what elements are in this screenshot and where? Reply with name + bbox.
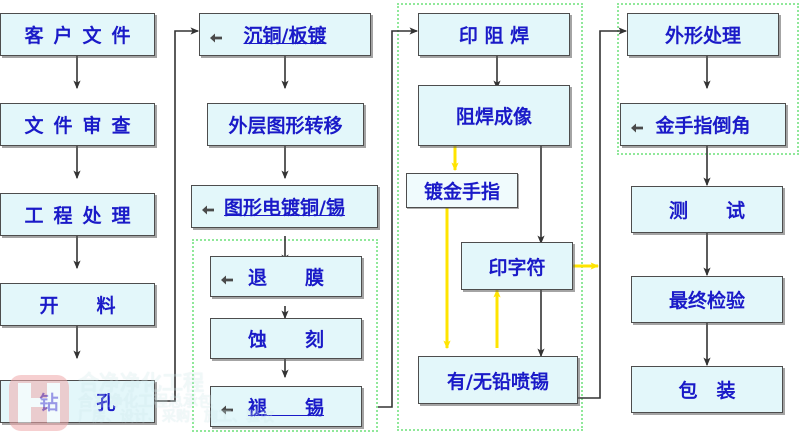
node-label: 包 装	[678, 380, 736, 402]
node-tin-stripping[interactable]: 褪 锡	[210, 386, 362, 427]
node-label: 褪 锡	[247, 397, 324, 419]
node-etching[interactable]: 蚀 刻	[210, 318, 362, 359]
node-label: 沉铜/板镀	[243, 25, 327, 47]
node-outer-image-transfer[interactable]: 外层图形转移	[207, 103, 364, 146]
node-file-review[interactable]: 文件审查	[0, 103, 155, 146]
node-label: 退 膜	[247, 267, 324, 289]
node-label: 客户文件	[24, 25, 141, 47]
diamond-arrow-icon	[209, 28, 223, 42]
node-engineering[interactable]: 工程处理	[0, 193, 155, 236]
node-label: 蚀 刻	[247, 329, 324, 351]
node-label: 金手指倒角	[655, 115, 751, 137]
node-packaging[interactable]: 包 装	[631, 366, 783, 413]
node-label: 外形处理	[664, 25, 741, 47]
node-label: 测 试	[668, 200, 745, 222]
node-gold-finger-bevel[interactable]: 金手指倒角	[620, 103, 786, 146]
node-testing[interactable]: 测 试	[631, 186, 783, 233]
node-pattern-plating[interactable]: 图形电镀铜/锡	[191, 185, 378, 228]
node-legend-print[interactable]: 印字符	[461, 242, 573, 290]
node-label: 开 料	[39, 295, 116, 317]
node-drilling[interactable]: 钻 孔	[0, 380, 155, 423]
node-label: 最终检验	[668, 290, 745, 312]
node-label: 印 阻 焊	[458, 25, 530, 47]
node-solder-mask-imaging[interactable]: 阻焊成像	[418, 85, 570, 146]
node-gold-finger-plating[interactable]: 镀金手指	[406, 173, 518, 208]
node-film-stripping[interactable]: 退 膜	[210, 256, 362, 297]
node-customer-file[interactable]: 客户文件	[0, 13, 155, 56]
node-solder-mask-print[interactable]: 印 阻 焊	[418, 13, 570, 56]
node-label: 外层图形转移	[228, 115, 343, 137]
node-hasl[interactable]: 有/无铅喷锡	[418, 356, 578, 404]
node-label: 有/无铅喷锡	[447, 370, 549, 393]
node-label: 镀金手指	[423, 181, 500, 203]
diamond-arrow-icon	[220, 270, 234, 284]
node-final-inspection[interactable]: 最终检验	[631, 276, 783, 323]
diamond-arrow-icon	[630, 118, 644, 132]
node-copper-deposition[interactable]: 沉铜/板镀	[199, 13, 371, 56]
node-label: 图形电镀铜/锡	[224, 197, 345, 219]
node-label: 阻焊成像	[455, 106, 532, 128]
node-cutting[interactable]: 开 料	[0, 283, 155, 326]
node-label: 印字符	[488, 256, 546, 279]
diamond-arrow-icon	[201, 200, 215, 214]
node-label: 钻 孔	[39, 392, 116, 414]
node-label: 文件审查	[24, 115, 141, 137]
node-label: 工程处理	[24, 205, 141, 227]
diamond-arrow-icon	[220, 400, 234, 414]
node-profiling[interactable]: 外形处理	[627, 13, 779, 56]
